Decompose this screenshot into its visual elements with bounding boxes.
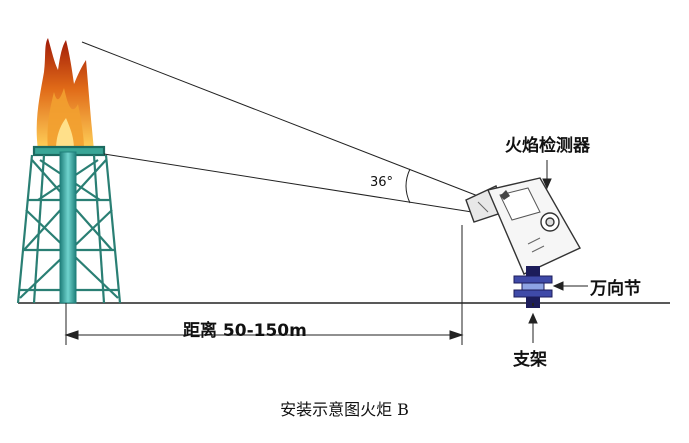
flame: [36, 38, 94, 150]
joint-arrow: [552, 281, 588, 291]
distance-label: 距离 50-150m: [183, 321, 307, 341]
distance-arrow: [64, 225, 464, 345]
angle-label: 36°: [370, 175, 394, 190]
universal-joint: [513, 266, 553, 308]
detector-label: 火焰检测器: [505, 136, 590, 156]
flare-stack-pipe: [59, 151, 77, 304]
flame-detector: [465, 177, 581, 275]
view-line-top: [81, 41, 479, 197]
view-line-bottom: [103, 153, 473, 213]
figure-caption: 安装示意图火炬 B: [280, 400, 409, 419]
angle-arc: [405, 168, 411, 204]
bracket-label: 支架: [513, 350, 547, 370]
universal-joint-label: 万向节: [590, 279, 641, 299]
detector-arrow: [542, 160, 552, 190]
bracket-arrow: [528, 312, 538, 343]
